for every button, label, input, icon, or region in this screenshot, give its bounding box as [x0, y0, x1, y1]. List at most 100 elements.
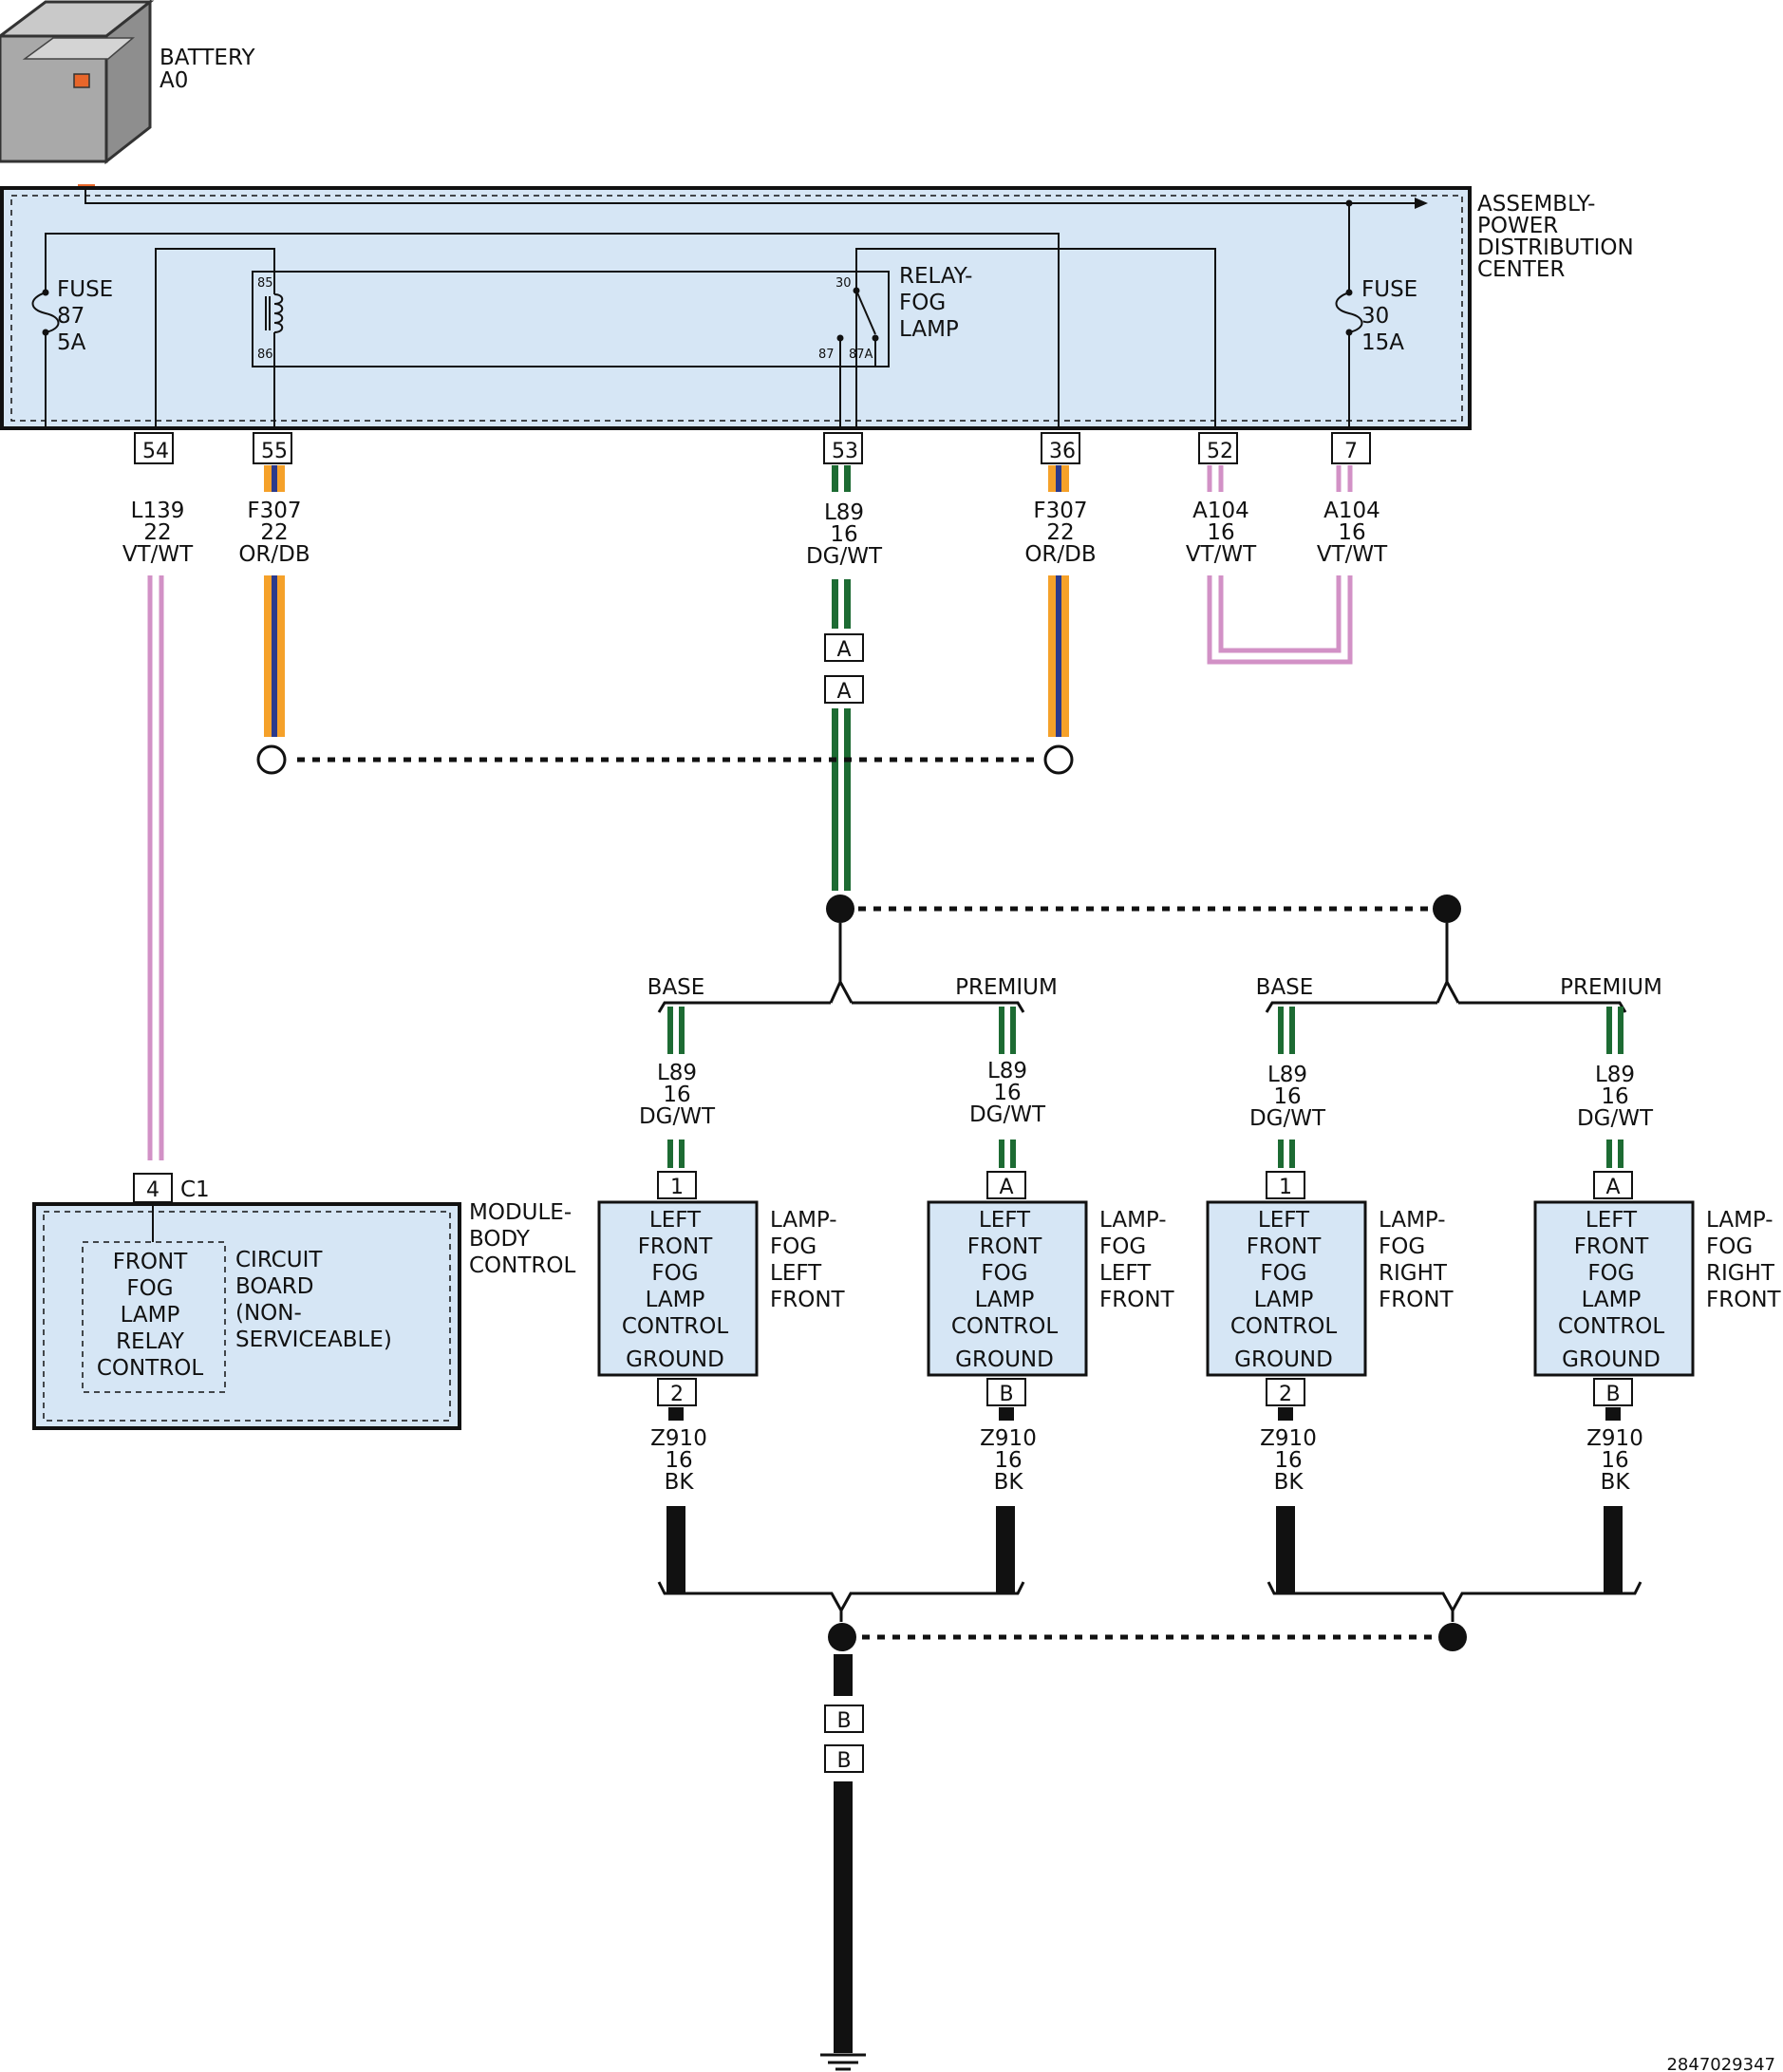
- branch4-wire-circuit: L89: [1595, 1063, 1635, 1087]
- pdc-name-line-1: ASSEMBLY-: [1477, 192, 1595, 217]
- wire-l89-circuit: L89: [824, 500, 864, 525]
- bcm-pin: 4: [146, 1178, 160, 1202]
- relay-terminal-30: 30: [835, 276, 852, 291]
- bcm-board-line-1: CIRCUIT: [235, 1248, 323, 1272]
- lamp-4-bottom-pin: B: [1605, 1383, 1620, 1406]
- wire-a104b-color: VT/WT: [1317, 542, 1388, 567]
- lamp-3-inner-5: CONTROL: [1230, 1314, 1338, 1339]
- lamp-2-top-pin: A: [999, 1176, 1013, 1199]
- lamp-2-inner-4: LAMP: [975, 1288, 1035, 1312]
- wire-f307b-color: OR/DB: [1024, 542, 1096, 567]
- bcm-name-line-1: MODULE-: [469, 1200, 572, 1225]
- inline-connector-a-top-label: A: [836, 638, 851, 662]
- lamp-1-name-1: LAMP-: [770, 1208, 837, 1233]
- bcm-board-line-3: (NON-: [235, 1301, 302, 1326]
- ground3-wire-circuit: Z910: [1260, 1426, 1317, 1451]
- battery-id: A0: [160, 68, 188, 93]
- lamp-3-name-2: FOG: [1379, 1234, 1425, 1259]
- lamp-4-inner-4: LAMP: [1582, 1288, 1642, 1312]
- inline-connector-a-bottom: [824, 675, 864, 704]
- lamp-2: [927, 1171, 1088, 1406]
- lamp-4-inner-6: GROUND: [1562, 1347, 1661, 1372]
- lamp-2-inner-3: FOG: [981, 1261, 1027, 1286]
- branch1-wire-gauge: 16: [663, 1083, 690, 1107]
- relay-switch: [836, 287, 879, 367]
- relay-terminal-85: 85: [257, 276, 273, 291]
- lamp-2-inner-1: LEFT: [979, 1208, 1031, 1233]
- branch2-wire-gauge: 16: [993, 1081, 1021, 1105]
- wire-f307-pin55: [264, 465, 285, 737]
- lamp-3: [1206, 1171, 1367, 1406]
- splice-l89-left: [826, 895, 854, 923]
- wire-f307b-circuit: F307: [1033, 499, 1087, 523]
- fuse-87-symbol: [31, 292, 60, 333]
- lamp-1-inner-4: LAMP: [646, 1288, 705, 1312]
- pdc-name-line-3: DISTRIBUTION: [1477, 235, 1634, 260]
- bcm-inner-line-2: FOG: [126, 1276, 173, 1301]
- branch4-wire-color: DG/WT: [1577, 1106, 1654, 1131]
- lamp-2-name-3: LEFT: [1099, 1261, 1152, 1286]
- relay-name-line-1: RELAY-: [899, 264, 972, 289]
- ground3-wire-gauge: 16: [1274, 1448, 1302, 1473]
- lamp-1-bottom-pin: 2: [670, 1383, 684, 1406]
- lamp-4-inner-3: FOG: [1587, 1261, 1634, 1286]
- ground4-wire-gauge: 16: [1601, 1448, 1628, 1473]
- lamp-3-inner-4: LAMP: [1254, 1288, 1314, 1312]
- branch2-wire-color: DG/WT: [969, 1102, 1046, 1127]
- lamp-2-name-1: LAMP-: [1099, 1208, 1167, 1233]
- lamp-2-name-2: FOG: [1099, 1234, 1146, 1259]
- lamp-3-name-3: RIGHT: [1379, 1261, 1448, 1286]
- pdc-pin-53: 53: [832, 440, 858, 463]
- ground4-wire-circuit: Z910: [1586, 1426, 1643, 1451]
- ground-merge-brackets: [657, 1581, 1642, 1622]
- pdc-pin-36: 36: [1049, 440, 1076, 463]
- bcm-name-line-2: BODY: [469, 1227, 531, 1252]
- ground-splice-right: [1438, 1623, 1467, 1651]
- wire-a104b-circuit: A104: [1323, 499, 1380, 523]
- branch3-wire-color: DG/WT: [1249, 1106, 1326, 1131]
- bcm-pin-box: [133, 1173, 173, 1203]
- branch3-wire-circuit: L89: [1267, 1063, 1307, 1087]
- ground2-wire-gauge: 16: [994, 1448, 1022, 1473]
- lamp-4-name-4: FRONT: [1706, 1288, 1782, 1312]
- pdc-pin-54: 54: [142, 440, 169, 463]
- lamp-2-inner-5: CONTROL: [951, 1314, 1059, 1339]
- pdc-pin-55: 55: [261, 440, 288, 463]
- wire-l139-color: VT/WT: [122, 542, 194, 567]
- inline-connector-b-bottom-label: B: [836, 1749, 851, 1773]
- splice-open-right: [1043, 744, 1074, 775]
- lamp-4-name-3: RIGHT: [1706, 1261, 1775, 1286]
- branch-label-premium-left: PREMIUM: [955, 975, 1058, 1000]
- lamp-2-name-4: FRONT: [1099, 1288, 1175, 1312]
- ground3-wire-color: BK: [1274, 1470, 1304, 1495]
- branch-brackets: [657, 923, 1627, 1013]
- ground1-wire-gauge: 16: [665, 1448, 692, 1473]
- lamp-4-inner-2: FRONT: [1574, 1234, 1650, 1259]
- lamp-3-top-pin: 1: [1279, 1176, 1292, 1199]
- lamp-1-name-2: FOG: [770, 1234, 816, 1259]
- lamp-4-name-2: FOG: [1706, 1234, 1753, 1259]
- relay-terminal-87a: 87A: [849, 348, 873, 362]
- lamp-3-bottom-pin: 2: [1279, 1383, 1292, 1406]
- wire-l139: [147, 575, 164, 1160]
- relay-name-line-3: LAMP: [899, 317, 959, 342]
- pdc-inner-outline: [10, 195, 1463, 422]
- pdc-pin-52: 52: [1207, 440, 1233, 463]
- bcm-board-line-2: BOARD: [235, 1274, 314, 1299]
- lamp-1-name-4: FRONT: [770, 1288, 846, 1312]
- lamp-4-top-pin: A: [1605, 1176, 1620, 1199]
- battery: [0, 0, 155, 192]
- bcm-connector: C1: [180, 1177, 210, 1202]
- wire-a104a-gauge: 16: [1207, 520, 1234, 545]
- splice-open-left: [256, 744, 287, 775]
- ground-splice-left: [828, 1623, 856, 1651]
- wire-a104a-color: VT/WT: [1186, 542, 1257, 567]
- wire-f307a-gauge: 22: [260, 520, 288, 545]
- battery-name: BATTERY: [160, 46, 255, 70]
- inline-connector-a-top: [824, 633, 864, 662]
- bcm-name-line-3: CONTROL: [469, 1253, 576, 1278]
- pdc-name-line-2: POWER: [1477, 214, 1558, 238]
- fuse-30-number: 30: [1361, 304, 1389, 329]
- lamp-3-name-1: LAMP-: [1379, 1208, 1446, 1233]
